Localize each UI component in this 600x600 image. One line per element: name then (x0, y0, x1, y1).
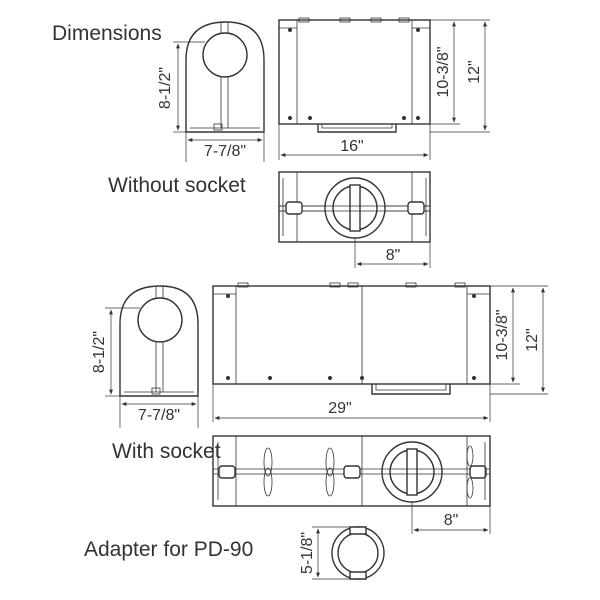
top-inner-height-text: 10-3/8" (435, 46, 452, 97)
adapter-drawing (331, 526, 385, 580)
mid-side-height-text: 8-1/2" (91, 331, 108, 373)
mid-front-width-text: 29" (328, 400, 351, 417)
adapter-label: Adapter for PD-90 (84, 538, 253, 561)
mid-front-view (212, 282, 491, 395)
top-plan-view (278, 171, 431, 243)
top-side-height-text: 8-1/2" (157, 67, 174, 109)
mid-front-width-dim: 29" (212, 384, 491, 422)
top-front-width-text: 16" (340, 138, 363, 155)
mid-inner-height-dim: 10-3/8" 12" (490, 285, 548, 395)
top-plan-offset-text: 8" (386, 247, 401, 264)
with-socket-label: With socket (112, 440, 221, 463)
adapter-height-text: 5-1/8" (299, 532, 316, 574)
without-socket-label: Without socket (108, 174, 246, 197)
top-outer-height-text: 12" (466, 60, 483, 83)
top-inner-height-dim: 10-3/8" 12" (430, 19, 490, 133)
top-side-view (185, 21, 265, 133)
dimensions-title: Dimensions (52, 22, 162, 45)
mid-plan-view (212, 435, 491, 507)
adapter-height-dim: 5-1/8" (299, 526, 350, 580)
mid-inner-height-text: 10-3/8" (494, 309, 511, 360)
mid-side-width-text: 7-7/8" (138, 407, 180, 424)
top-plan-offset-dim: 8" (354, 238, 431, 268)
top-front-width-dim: 16" (278, 124, 431, 160)
top-side-width-dim: 7-7/8" (185, 132, 265, 162)
top-side-width-text: 7-7/8" (204, 143, 246, 160)
mid-plan-offset-dim: 8" (411, 502, 491, 534)
mid-outer-height-text: 12" (524, 328, 541, 351)
mid-side-height-dim: 8-1/2" (91, 307, 140, 397)
top-side-height-dim: 8-1/2" (157, 41, 205, 133)
mid-plan-offset-text: 8" (444, 512, 459, 529)
mid-side-view (119, 285, 199, 397)
top-front-view (278, 17, 431, 133)
mid-side-width-dim: 7-7/8" (119, 396, 199, 428)
